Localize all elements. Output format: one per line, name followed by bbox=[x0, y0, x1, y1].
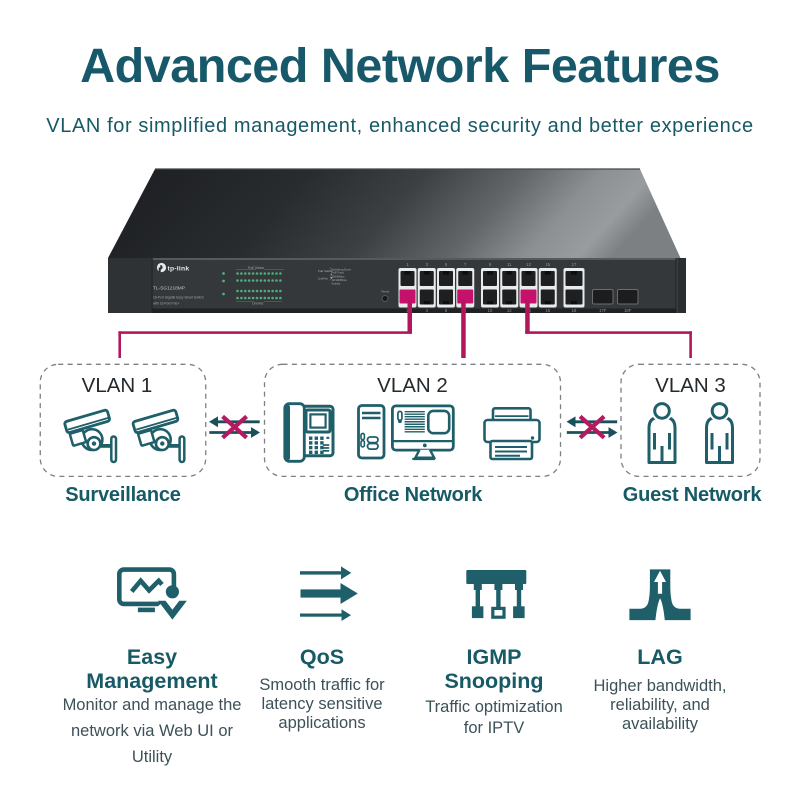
svg-text:10: 10 bbox=[488, 308, 493, 313]
svg-text:7: 7 bbox=[464, 262, 467, 267]
svg-text:Switching Done: Switching Done bbox=[331, 267, 351, 271]
svg-text:1000Mbps: 1000Mbps bbox=[331, 275, 345, 279]
svg-text:Link/Act: Link/Act bbox=[252, 301, 263, 305]
svg-text:Reset: Reset bbox=[382, 290, 390, 294]
svg-text:TL-SG1218MP: TL-SG1218MP bbox=[153, 286, 185, 292]
svg-text:Activity: Activity bbox=[331, 281, 340, 285]
svg-text:with 16-Port PoE+: with 16-Port PoE+ bbox=[153, 302, 180, 306]
svg-text:PoE Fault: PoE Fault bbox=[331, 271, 344, 275]
svg-text:13: 13 bbox=[526, 262, 531, 267]
svg-text:15: 15 bbox=[545, 262, 550, 267]
svg-text:17: 17 bbox=[572, 262, 577, 267]
svg-text:16-Port Gigabit Easy Smart Swi: 16-Port Gigabit Easy Smart Switch bbox=[153, 296, 204, 300]
svg-text:5: 5 bbox=[445, 262, 448, 267]
svg-text:Link/Act: Link/Act bbox=[318, 276, 328, 280]
svg-text:12: 12 bbox=[507, 308, 512, 313]
svg-text:16: 16 bbox=[545, 308, 550, 313]
svg-text:3: 3 bbox=[426, 262, 429, 267]
svg-text:17F: 17F bbox=[599, 308, 607, 313]
svg-text:4: 4 bbox=[426, 308, 429, 313]
svg-text:PoE Status: PoE Status bbox=[248, 266, 264, 270]
svg-text:6: 6 bbox=[445, 308, 448, 313]
svg-text:18F: 18F bbox=[624, 308, 632, 313]
svg-text:PoE Status: PoE Status bbox=[318, 269, 333, 273]
svg-text:tp-link: tp-link bbox=[168, 266, 190, 273]
svg-text:9: 9 bbox=[489, 262, 492, 267]
svg-text:11: 11 bbox=[507, 262, 512, 267]
svg-text:18: 18 bbox=[572, 308, 577, 313]
svg-text:10/100Mbps: 10/100Mbps bbox=[331, 278, 347, 282]
svg-text:1: 1 bbox=[406, 262, 409, 267]
